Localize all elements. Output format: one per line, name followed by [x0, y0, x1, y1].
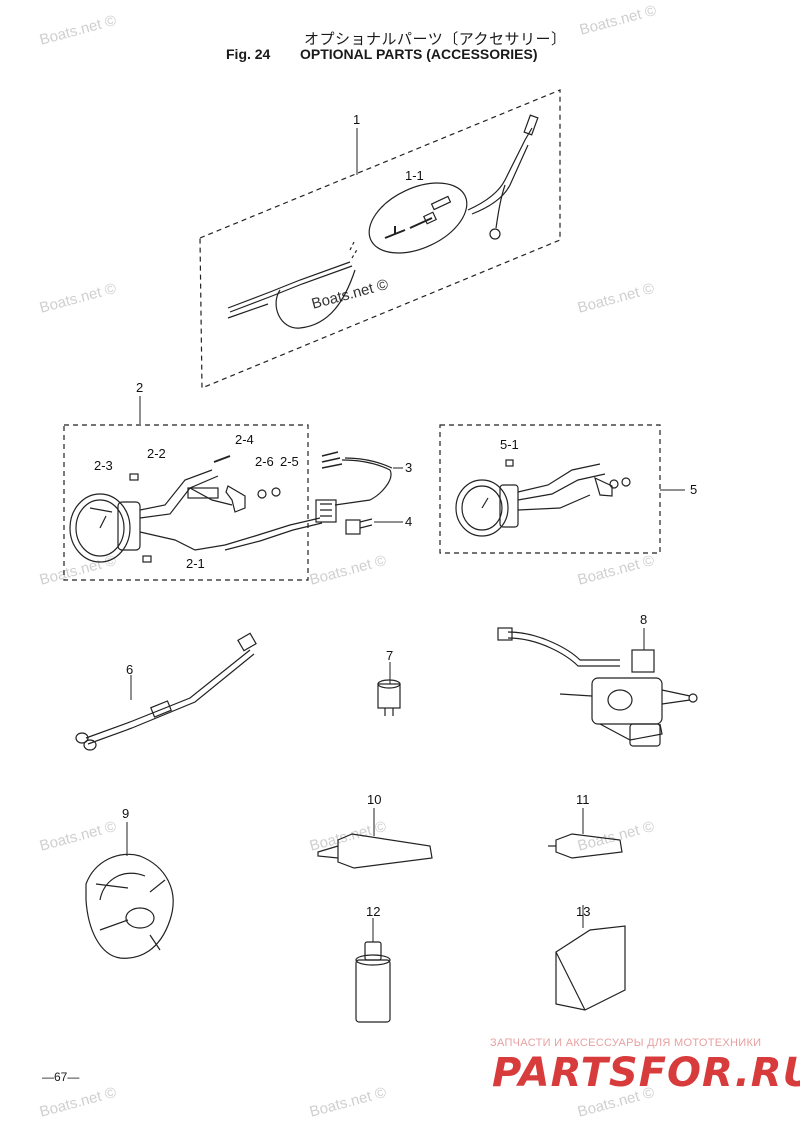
callout-5: 5 — [690, 482, 698, 497]
callout-1-1: 1-1 — [405, 168, 424, 183]
tachometer-harness-drawing — [227, 114, 539, 329]
page-number: —67— — [42, 1070, 80, 1084]
callout-7: 7 — [386, 648, 394, 663]
callout-2-4: 2-4 — [235, 432, 254, 447]
group-2-box — [63, 424, 309, 581]
remote-switch-drawing — [497, 627, 698, 747]
gauge-kit-drawing — [69, 455, 323, 563]
callout-9: 9 — [122, 806, 130, 821]
gauge-5-drawing — [455, 459, 631, 537]
callout-11: 11 — [576, 792, 590, 807]
callout-10: 10 — [367, 792, 382, 807]
figure-number: Fig. 24 — [226, 46, 271, 62]
callout-5-1: 5-1 — [500, 437, 519, 452]
callout-8: 8 — [640, 612, 648, 627]
callout-4: 4 — [405, 514, 413, 529]
paint-can-drawing — [355, 918, 391, 1023]
callout-1: 1 — [353, 112, 361, 127]
connector-drawing — [345, 518, 403, 535]
group-5-box — [439, 424, 661, 554]
callout-3: 3 — [405, 460, 413, 475]
callout-2-2: 2-2 — [147, 446, 166, 461]
callout-2-3: 2-3 — [94, 458, 113, 473]
trim-cable-drawing — [75, 632, 257, 751]
callout-12: 12 — [366, 904, 381, 919]
pouch-drawing — [555, 905, 626, 1011]
extension-harness-drawing — [315, 451, 403, 523]
brand-logo[interactable]: PARTSFOR.RU — [492, 1050, 800, 1096]
callout-2-6: 2-6 — [255, 454, 274, 469]
grease-tube-drawing — [317, 808, 433, 869]
diagram-title-japanese: オプショナルパーツ〔アクセサリー〕 — [304, 31, 567, 48]
sealant-tube-drawing — [548, 808, 623, 859]
callout-2-1: 2-1 — [186, 556, 205, 571]
callout-2-5: 2-5 — [280, 454, 299, 469]
group-1-box — [199, 89, 561, 389]
callout-13: 13 — [576, 904, 591, 919]
fitting-drawing — [377, 662, 401, 716]
callout-6: 6 — [126, 662, 134, 677]
diagram-title: OPTIONAL PARTS (ACCESSORIES) — [300, 46, 538, 62]
brand-tagline: ЗАПЧАСТИ И АКСЕССУАРЫ ДЛЯ МОТОТЕХНИКИ — [490, 1037, 762, 1049]
callout-2: 2 — [136, 380, 144, 395]
flywheel-cover-drawing — [85, 822, 174, 959]
